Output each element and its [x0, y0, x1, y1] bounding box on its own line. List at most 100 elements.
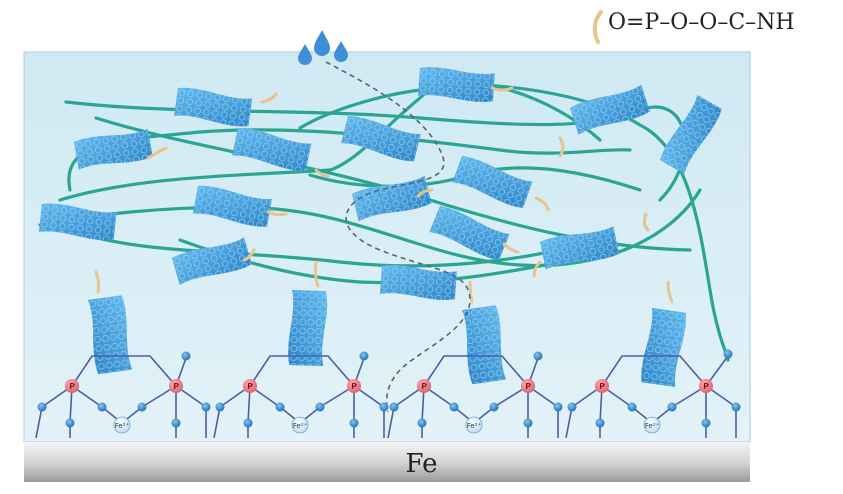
graphene-sheet: [418, 67, 495, 102]
linker: [146, 146, 168, 160]
graphene-sheet: [380, 265, 457, 300]
polymer-chain: [38, 188, 702, 268]
phosphate-unit: [565, 349, 741, 439]
oxygen-atom: [701, 418, 711, 428]
oxygen-atom: [389, 402, 399, 412]
linker: [502, 242, 520, 254]
linker: [94, 270, 101, 294]
oxygen-atom: [553, 402, 563, 412]
phosphorus-atom: [417, 379, 431, 393]
phosphate-unit: [35, 351, 211, 439]
fe-ion: [465, 416, 483, 434]
graphene-sheet: [570, 84, 650, 135]
phosphate-groups: [35, 349, 741, 439]
oxygen-atom: [567, 402, 577, 412]
fe-ion: [643, 416, 661, 434]
phosphorus-atom: [699, 379, 713, 393]
oxygen-atom: [731, 402, 741, 412]
p-label: P: [525, 382, 531, 391]
curved-linker-icon: [592, 10, 603, 44]
phosphate-unit: [213, 351, 389, 439]
linker: [242, 248, 256, 262]
graphene-sheet: [193, 185, 272, 227]
p-label: P: [173, 382, 179, 391]
linker: [266, 210, 288, 217]
phosphorus-atom: [243, 379, 257, 393]
oxygen-atom: [489, 402, 499, 412]
oxygen-atom: [137, 402, 147, 412]
oxygen-atom: [627, 402, 637, 412]
graphene-sheet: [74, 128, 153, 170]
linker: [260, 92, 278, 104]
oxygen-atom: [97, 402, 107, 412]
linker: [666, 280, 674, 304]
graphene-sheet: [88, 295, 133, 375]
oxygen-atom: [723, 349, 733, 359]
oxygen-atom: [533, 351, 543, 361]
p-label: P: [599, 382, 605, 391]
oxygen-atom: [201, 402, 211, 412]
water-drop-icon: [334, 41, 348, 62]
water-drop-icon: [298, 30, 348, 65]
water-drop-icon: [298, 44, 312, 65]
graphene-sheet: [641, 308, 686, 388]
phosphorus-atom: [169, 379, 183, 393]
graphene-sheets: [39, 67, 722, 388]
linker: [532, 260, 542, 278]
linkers: [94, 86, 674, 304]
legend-formula: O=P–O–O–C–NH: [608, 10, 795, 35]
oxygen-atom: [37, 402, 47, 412]
phosphorus-atom: [521, 379, 535, 393]
graphene-sheet: [660, 95, 722, 174]
oxygen-atom: [171, 418, 181, 428]
p-label: P: [247, 382, 253, 391]
oxygen-atom: [275, 402, 285, 412]
fe-ion-label: Fe²⁺: [467, 422, 482, 430]
graphene-sheet: [172, 237, 252, 285]
linker: [490, 86, 514, 92]
p-label: P: [69, 382, 75, 391]
fe-ion-label: Fe²⁺: [293, 422, 308, 430]
graphene-sheet: [341, 116, 421, 162]
graphene-sheet: [452, 156, 533, 208]
graphene-sheet: [288, 290, 328, 367]
linker: [314, 168, 330, 178]
oxygen-atom: [181, 351, 191, 361]
phosphorus-atom: [65, 379, 79, 393]
oxygen-atom: [379, 402, 389, 412]
oxygen-atom: [315, 402, 325, 412]
fe-ion: [291, 416, 309, 434]
phosphorus-atom: [595, 379, 609, 393]
oxygen-atom: [215, 402, 225, 412]
oxygen-atom: [595, 418, 605, 428]
graphene-sheet: [352, 175, 432, 222]
linker: [468, 280, 474, 304]
fe-ion: [113, 416, 131, 434]
oxygen-atom: [523, 418, 533, 428]
graphene-sheet: [540, 226, 620, 270]
fe-substrate: [24, 442, 750, 482]
graphene-sheet: [429, 206, 510, 261]
linker: [534, 196, 550, 212]
p-label: P: [421, 382, 427, 391]
atom-labels: P P P P P P P P: [69, 382, 709, 391]
graphene-sheet: [39, 203, 117, 241]
oxygen-atom: [349, 418, 359, 428]
graphene-sheet: [462, 305, 507, 385]
p-label: P: [351, 382, 357, 391]
linker: [313, 260, 320, 288]
fe-ion-labels: Fe²⁺ Fe²⁺ Fe²⁺ Fe²⁺: [115, 422, 660, 430]
fe-ion-label: Fe²⁺: [645, 422, 660, 430]
polymer-chain: [298, 88, 422, 130]
graphene-sheet: [174, 87, 253, 127]
oxygen-atom: [667, 402, 677, 412]
linker: [558, 136, 565, 158]
linker: [642, 212, 650, 232]
oxygen-atom: [417, 418, 427, 428]
oxygen-atom: [65, 418, 75, 428]
polymer-chain: [68, 228, 602, 268]
oxygen-atom: [359, 351, 369, 361]
fe-ion-label: Fe²⁺: [115, 422, 130, 430]
phosphorus-atom: [347, 379, 361, 393]
